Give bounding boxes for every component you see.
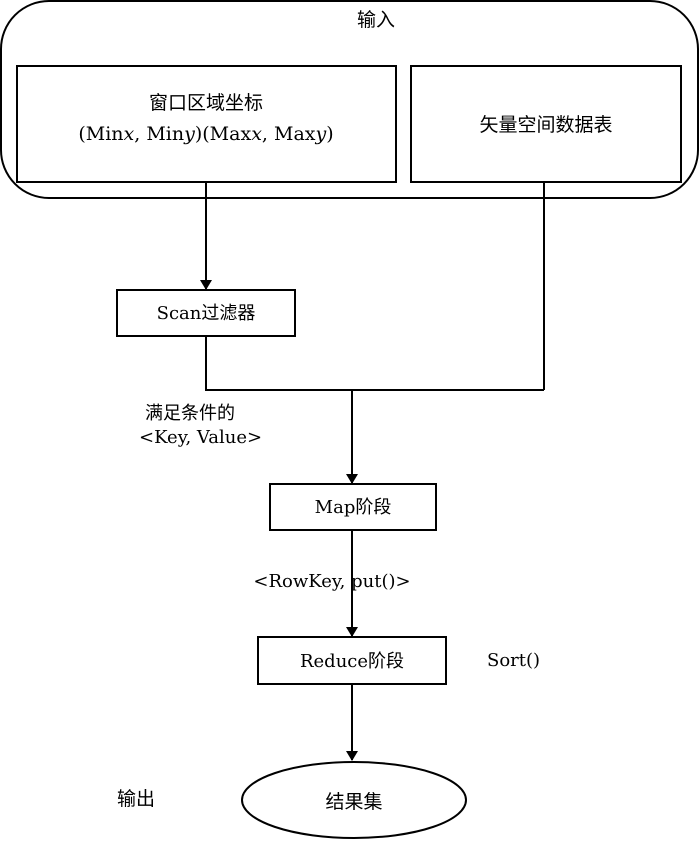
- result-set-label: 结果集: [325, 791, 382, 813]
- coord-part: (Min: [78, 123, 123, 145]
- scan-filter-box: [116, 289, 296, 337]
- output-label: 输出: [117, 788, 155, 810]
- coord-var: x: [124, 123, 135, 145]
- scan-filter-label: Scan过滤器: [157, 303, 256, 324]
- map-stage-label: Map阶段: [315, 497, 392, 518]
- coord-part: , Max: [262, 123, 316, 145]
- window-coordinates-title: 窗口区域坐标: [149, 92, 263, 114]
- vector-table-box: [410, 65, 682, 183]
- coord-part: )(Max: [195, 123, 252, 145]
- map-output-label: <RowKey, put()>: [253, 571, 410, 592]
- vector-table-label: 矢量空间数据表: [479, 114, 612, 136]
- coord-part: ): [326, 123, 333, 145]
- window-coordinates-box: [16, 65, 397, 183]
- reduce-stage-box: [257, 636, 447, 685]
- window-coordinates-values: (Minx, Miny)(Maxx, Maxy): [78, 123, 333, 145]
- coord-var: y: [183, 123, 195, 145]
- coord-var: x: [251, 123, 262, 145]
- filter-output-label-line1: 满足条件的: [145, 403, 235, 424]
- result-set-ellipse: [241, 761, 467, 839]
- coord-var: y: [314, 123, 326, 145]
- connector-scan-to-merge: [205, 336, 544, 391]
- input-group-label: 输入: [357, 9, 395, 31]
- filter-output-label-line2: <Key, Value>: [139, 427, 262, 448]
- reduce-stage-label: Reduce阶段: [300, 651, 404, 672]
- sort-note: Sort(): [487, 650, 540, 671]
- coord-part: , Min: [134, 123, 184, 145]
